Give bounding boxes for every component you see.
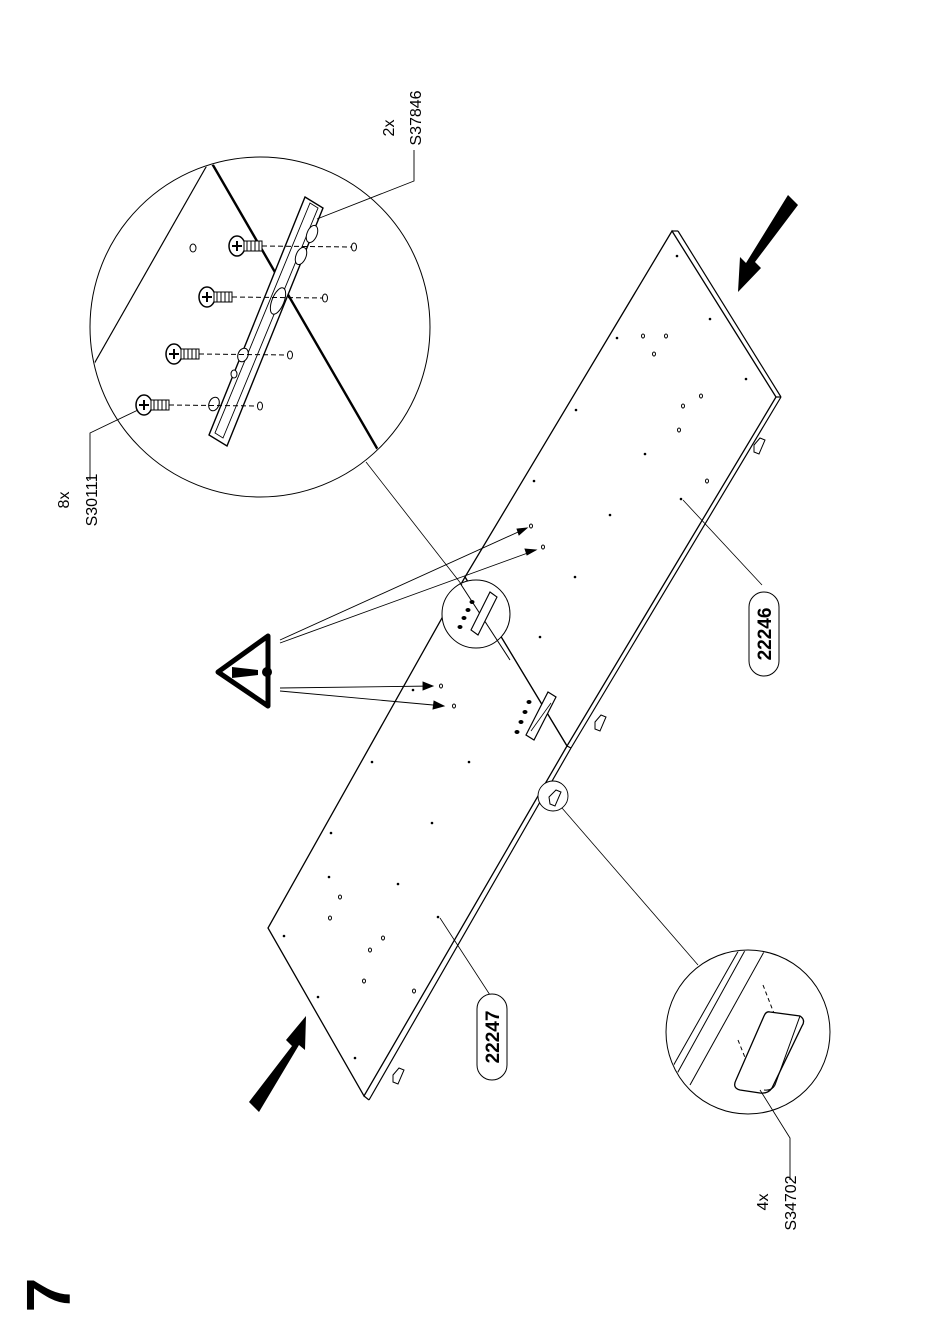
bracket-code-label: S37846 — [408, 90, 425, 145]
panel-22247-tag: 22247 — [477, 994, 507, 1080]
panel-22246-tag: 22246 — [749, 592, 779, 676]
glider-code-label: S34702 — [783, 1175, 800, 1230]
bracket-qty-label: 2x — [381, 120, 398, 137]
magnified-glider-detail — [538, 781, 830, 1180]
screw-qty-label: 8x — [56, 492, 73, 509]
warning-triangle-icon — [218, 636, 272, 706]
panel-22247-code: 22247 — [483, 1011, 504, 1064]
push-arrow-icon — [249, 1016, 306, 1112]
screw-code-label: S30111 — [84, 474, 101, 527]
push-arrow-icon — [738, 195, 798, 292]
magnified-bracket-detail — [86, 150, 430, 497]
panel-22246-code: 22246 — [755, 608, 776, 661]
glider-qty-label: 4x — [755, 1194, 772, 1211]
step-number: 7 — [15, 1278, 84, 1312]
